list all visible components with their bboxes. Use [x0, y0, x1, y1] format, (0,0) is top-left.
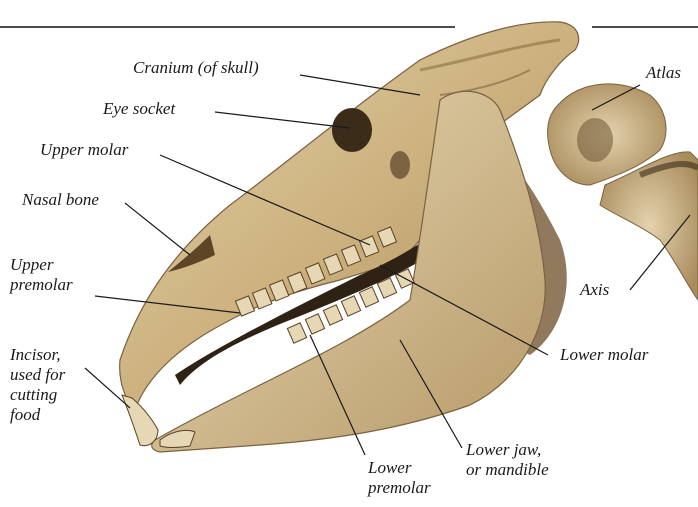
label-upper-molar: Upper molar: [40, 140, 128, 160]
label-nasal-bone: Nasal bone: [22, 190, 99, 210]
label-eye-socket: Eye socket: [103, 99, 175, 119]
label-lower-jaw: Lower jaw, or mandible: [466, 440, 549, 480]
label-upper-premolar: Upper premolar: [10, 255, 73, 295]
eye-socket-shape: [332, 108, 372, 152]
leader-nasal-bone: [125, 203, 190, 255]
leader-eye-socket: [215, 112, 350, 128]
label-lower-premolar: Lower premolar: [368, 458, 431, 498]
lower-incisor-shape: [160, 430, 195, 447]
label-axis: Axis: [580, 280, 609, 300]
label-incisor: Incisor, used for cutting food: [10, 345, 65, 425]
label-lower-molar: Lower molar: [560, 345, 648, 365]
label-atlas: Atlas: [646, 63, 681, 83]
upper-incisor-shape: [122, 395, 158, 446]
label-cranium: Cranium (of skull): [133, 58, 259, 78]
